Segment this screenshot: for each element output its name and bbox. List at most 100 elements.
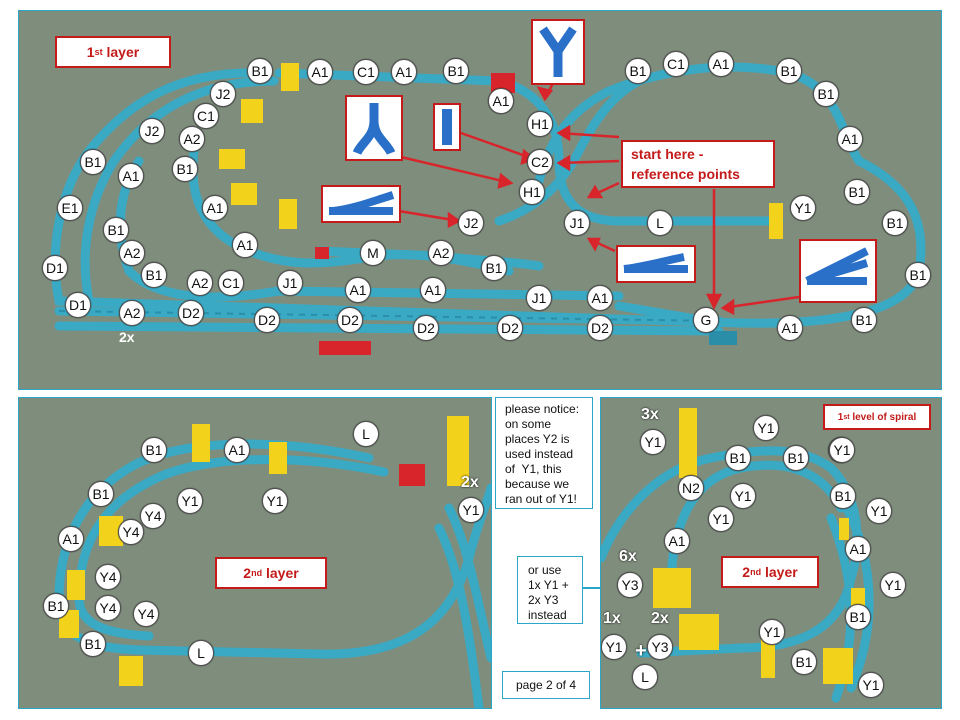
notice-line: because we: [505, 477, 570, 491]
switch-right-icon: [616, 245, 696, 283]
piece-label: D1: [42, 255, 68, 281]
piece-label: B1: [783, 445, 809, 471]
piece-label: C1: [218, 270, 244, 296]
spiral-layer-rest: layer: [761, 564, 798, 580]
piece-label: H1: [527, 111, 553, 137]
notice-line: ran out of Y1!: [505, 492, 577, 506]
piece-label: E1: [57, 195, 83, 221]
piece-label: C2: [527, 149, 553, 175]
piece-label: Y3: [617, 572, 643, 598]
switch-y-icon: [531, 19, 585, 85]
piece-label: B1: [88, 481, 114, 507]
layer1-title-rest: layer: [102, 44, 140, 60]
piece-label: B1: [851, 307, 877, 333]
piece-label: J2: [458, 210, 484, 236]
spiral-mult-2x: 2x: [651, 610, 669, 627]
piece-label: C1: [353, 59, 379, 85]
piece-label: Y1: [640, 429, 666, 455]
piece-label: C1: [193, 103, 219, 129]
piece-label: D2: [587, 315, 613, 341]
piece-label: B1: [813, 81, 839, 107]
piece-label: B1: [776, 58, 802, 84]
piece-label: A1: [837, 126, 863, 152]
spiral-title-sup: st: [843, 413, 850, 421]
switch-triple-icon: [799, 239, 877, 303]
piece-label: C1: [663, 51, 689, 77]
piece-label: Y1: [759, 619, 785, 645]
reference-points-text: start here - reference points: [631, 146, 740, 182]
piece-label: N2: [678, 475, 704, 501]
piece-label: Y1: [601, 634, 627, 660]
straight-short-icon: [433, 103, 461, 151]
piece-label: B1: [830, 483, 856, 509]
piece-label: B1: [791, 649, 817, 675]
piece-label: Y1: [866, 498, 892, 524]
piece-label: A1: [202, 195, 228, 221]
piece-label: Y4: [133, 601, 159, 627]
piece-label: A1: [345, 277, 371, 303]
piece-label: A2: [428, 240, 454, 266]
piece-label: Y4: [118, 519, 144, 545]
notice-line: used instead: [505, 447, 574, 461]
notice-line: please notice:: [505, 402, 580, 416]
piece-label: Y4: [140, 503, 166, 529]
spiral-plus: +: [635, 640, 647, 662]
spiral-mult-3x: 3x: [641, 406, 659, 423]
piece-label: A1: [224, 437, 250, 463]
spiral-mult-6x: 6x: [619, 548, 637, 565]
layer2-title-rest: layer: [262, 565, 299, 581]
piece-label: D2: [254, 307, 280, 333]
piece-label: J2: [210, 81, 236, 107]
spiral-title-num: 1: [837, 411, 844, 423]
piece-label: B1: [844, 179, 870, 205]
piece-label: B1: [481, 255, 507, 281]
piece-label: A1: [708, 51, 734, 77]
spiral-title-rest: level of spiral: [849, 411, 917, 423]
piece-label: D1: [65, 292, 91, 318]
piece-label: J1: [277, 270, 303, 296]
piece-label: A1: [232, 232, 258, 258]
piece-label: Y1: [790, 195, 816, 221]
piece-label: Y1: [730, 483, 756, 509]
piece-label: A1: [587, 285, 613, 311]
piece-label: B1: [172, 156, 198, 182]
piece-label: H1: [519, 179, 545, 205]
piece-label: B1: [247, 58, 273, 84]
piece-label: J1: [526, 285, 552, 311]
piece-label: A2: [119, 300, 145, 326]
switch-double-curve-icon: [345, 95, 403, 161]
piece-label: B1: [905, 262, 931, 288]
piece-label: D2: [337, 307, 363, 333]
piece-label: A1: [118, 163, 144, 189]
notice-line: places Y2 is: [505, 432, 570, 446]
piece-label: D2: [497, 315, 523, 341]
page-number: page 2 of 4: [502, 671, 590, 699]
piece-label: A1: [420, 277, 446, 303]
reference-points-callout: start here - reference points: [621, 140, 775, 188]
piece-label: D2: [178, 300, 204, 326]
piece-label: A1: [488, 88, 514, 114]
piece-label: B1: [103, 217, 129, 243]
piece-label: Y1: [458, 497, 484, 523]
piece-label: B1: [141, 437, 167, 463]
alt-line: 1x Y1 +: [528, 578, 569, 592]
piece-label: A1: [777, 315, 803, 341]
piece-label: A1: [391, 59, 417, 85]
piece-label: Y4: [95, 595, 121, 621]
piece-label: Y1: [753, 415, 779, 441]
layer1-multiplier: 2x: [119, 329, 135, 345]
piece-label: Y1: [708, 506, 734, 532]
piece-label: B1: [80, 149, 106, 175]
layer2-title-sup: nd: [251, 568, 263, 578]
piece-label: Y1: [262, 488, 288, 514]
piece-label: D2: [413, 315, 439, 341]
piece-label: B1: [725, 445, 751, 471]
piece-label: B1: [625, 58, 651, 84]
piece-label: J1: [564, 210, 590, 236]
alt-line: instead: [528, 608, 567, 622]
